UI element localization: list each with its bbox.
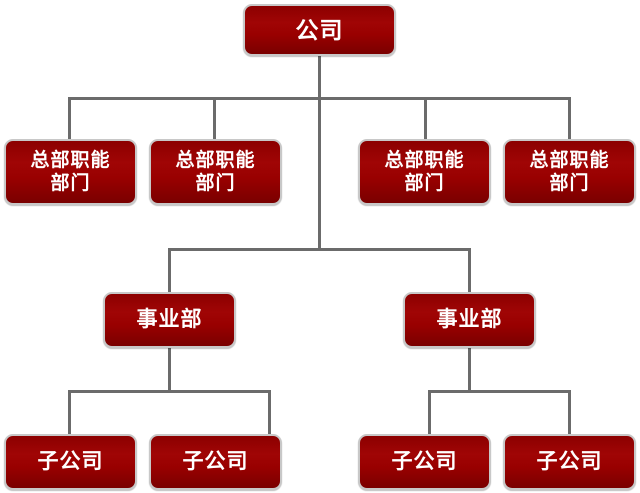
node-hq-dept-2[interactable]: 总部职能 部门 (149, 139, 282, 205)
connector-drop-div1 (168, 248, 171, 292)
node-hq-dept-4-label: 总部职能 部门 (529, 149, 610, 194)
node-subsidiary-1[interactable]: 子公司 (4, 434, 137, 490)
connector-drop-hq4 (568, 97, 571, 139)
connector-div2-bus (428, 390, 571, 393)
connector-drop-sub2 (268, 390, 271, 434)
node-hq-dept-4[interactable]: 总部职能 部门 (503, 139, 636, 205)
node-division-2[interactable]: 事业部 (403, 292, 536, 348)
node-subsidiary-1-label: 子公司 (37, 450, 104, 474)
connector-drop-sub3 (428, 390, 431, 434)
node-subsidiary-3[interactable]: 子公司 (358, 434, 491, 490)
node-division-1-label: 事业部 (136, 308, 203, 332)
node-subsidiary-4[interactable]: 子公司 (503, 434, 636, 490)
node-subsidiary-4-label: 子公司 (536, 450, 603, 474)
node-division-1[interactable]: 事业部 (103, 292, 236, 348)
connector-drop-hq3 (424, 97, 427, 139)
node-hq-dept-2-label: 总部职能 部门 (175, 149, 256, 194)
connector-root-stem (318, 54, 321, 98)
connector-div1-bus (68, 390, 271, 393)
connector-drop-div2 (468, 248, 471, 292)
node-hq-dept-3-label: 总部职能 部门 (384, 149, 465, 194)
node-subsidiary-2-label: 子公司 (182, 450, 249, 474)
connector-drop-hq1 (68, 97, 71, 139)
connector-drop-hq2 (213, 97, 216, 139)
node-company[interactable]: 公司 (243, 4, 396, 56)
connector-drop-sub1 (68, 390, 71, 434)
node-hq-dept-3[interactable]: 总部职能 部门 (358, 139, 491, 205)
node-hq-dept-1[interactable]: 总部职能 部门 (4, 139, 137, 205)
connector-level2-bus (168, 248, 471, 251)
connector-drop-sub4 (568, 390, 571, 434)
node-company-label: 公司 (295, 16, 344, 43)
connector-div2-stem (468, 348, 471, 392)
connector-div1-stem (168, 348, 171, 392)
connector-center-stem (318, 97, 321, 250)
node-subsidiary-3-label: 子公司 (391, 450, 458, 474)
node-hq-dept-1-label: 总部职能 部门 (30, 149, 111, 194)
node-division-2-label: 事业部 (436, 308, 503, 332)
node-subsidiary-2[interactable]: 子公司 (149, 434, 282, 490)
